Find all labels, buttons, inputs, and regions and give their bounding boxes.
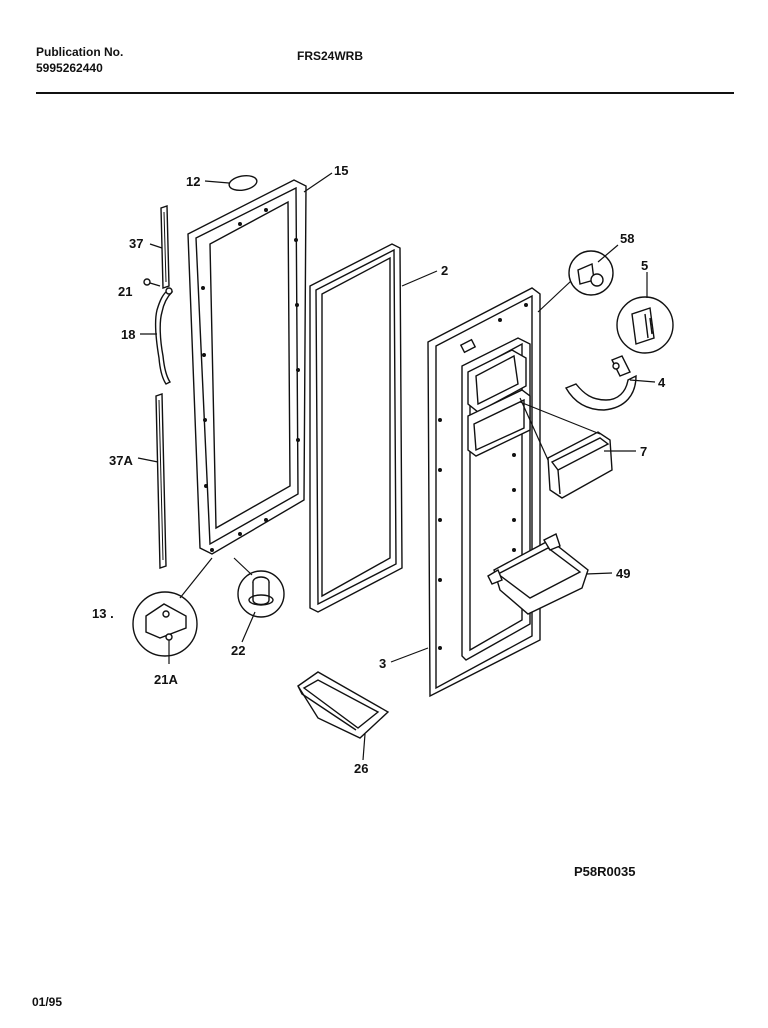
publication-label: Publication No. xyxy=(36,45,124,59)
part-15-door-panel xyxy=(187,179,307,555)
callout-18: 18 xyxy=(121,327,135,342)
part-49-door-bin xyxy=(487,533,589,615)
part-26-dairy-bin xyxy=(297,671,390,739)
callout-21A: 21A xyxy=(154,672,178,687)
callout-3: 3 xyxy=(379,656,386,671)
part-3-door-liner xyxy=(427,287,541,698)
part-21A-screw xyxy=(165,633,173,664)
part-22-bushing xyxy=(237,570,285,618)
part-5-clip xyxy=(616,296,674,354)
callout-4: 4 xyxy=(658,375,666,390)
callout-49: 49 xyxy=(616,566,630,581)
part-12-cap xyxy=(228,174,258,192)
part-37A-trim-strip xyxy=(155,393,167,569)
callout-2: 2 xyxy=(441,263,448,278)
callout-21: 21 xyxy=(118,284,132,299)
part-13-hinge xyxy=(132,591,198,657)
part-37-trim-strip xyxy=(160,205,170,289)
part-7-shelf-cover xyxy=(547,431,613,499)
callout-22: 22 xyxy=(231,643,245,658)
callout-13: 13 . xyxy=(92,606,114,621)
callout-58: 58 xyxy=(620,231,634,246)
callout-37A: 37A xyxy=(109,453,133,468)
callout-37: 37 xyxy=(129,236,143,251)
drawing-code: P58R0035 xyxy=(574,864,636,879)
publication-number: 5995262440 xyxy=(36,61,103,75)
part-2-gasket xyxy=(309,243,403,613)
callout-12: 12 xyxy=(186,174,200,189)
part-18-handle xyxy=(154,287,174,385)
header-rule xyxy=(36,92,734,94)
leader-lines xyxy=(137,172,656,761)
part-58-screw xyxy=(568,250,614,296)
date-code: 01/95 xyxy=(32,995,63,1009)
part-21-screw xyxy=(143,278,161,287)
callout-7: 7 xyxy=(640,444,647,459)
callout-15: 15 xyxy=(334,163,348,178)
callout-26: 26 xyxy=(354,761,368,776)
callout-5: 5 xyxy=(641,258,648,273)
part-4-bracket xyxy=(564,355,637,411)
model-number: FRS24WRB xyxy=(297,49,364,63)
